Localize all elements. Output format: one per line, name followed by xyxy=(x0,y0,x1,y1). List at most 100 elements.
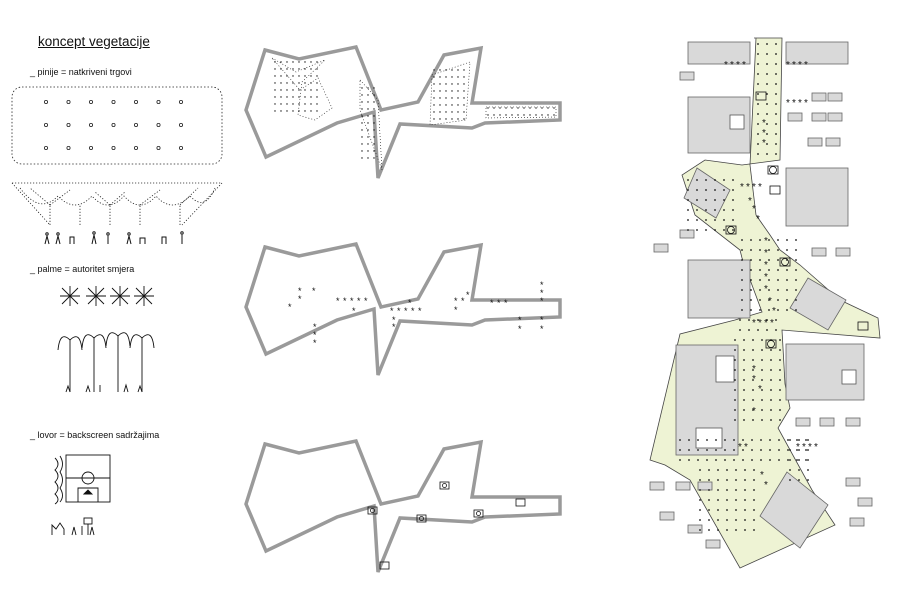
tree-dot xyxy=(699,529,701,531)
tree-dot xyxy=(732,199,734,201)
tree-dot xyxy=(445,76,447,78)
palm-mark: * xyxy=(752,204,756,215)
tree-dot xyxy=(304,61,306,63)
tree-dot xyxy=(750,249,752,251)
tree-dot xyxy=(723,189,725,191)
palm-mark: * xyxy=(454,305,458,315)
tree-dot xyxy=(724,459,726,461)
palm-mark: * xyxy=(397,306,401,316)
tree-dot xyxy=(714,199,716,201)
tree-dot xyxy=(735,519,737,521)
tree-dot xyxy=(687,229,689,231)
tree-dot xyxy=(457,90,459,92)
tree-dot xyxy=(361,94,363,96)
tree-dot xyxy=(743,399,745,401)
tree-dot xyxy=(766,329,768,331)
tree-dot xyxy=(770,369,772,371)
tree-dot xyxy=(761,399,763,401)
palm-mark: * xyxy=(808,442,812,453)
palm-mark: * xyxy=(408,298,412,308)
tree-dot xyxy=(457,97,459,99)
palm-mark: * xyxy=(518,324,522,334)
tree-dot xyxy=(304,110,306,112)
tree-dot xyxy=(777,259,779,261)
tree-dot xyxy=(280,89,282,91)
lovor-court xyxy=(54,454,111,505)
tree-dot xyxy=(708,489,710,491)
tree-dot xyxy=(433,97,435,99)
tree-dot xyxy=(734,369,736,371)
tree-dot xyxy=(796,449,798,451)
palm-mark: * xyxy=(454,296,458,306)
tree-dot xyxy=(751,449,753,451)
tree-dot xyxy=(688,449,690,451)
tree-dot xyxy=(743,389,745,391)
tree-dot xyxy=(697,459,699,461)
tree-dot xyxy=(445,97,447,99)
tree-dot xyxy=(775,329,777,331)
tree-dot xyxy=(744,479,746,481)
tree-dot xyxy=(753,529,755,531)
tree-dot xyxy=(310,61,312,63)
tree-dot xyxy=(433,83,435,85)
tree-dot xyxy=(367,157,369,159)
tree-dot xyxy=(705,229,707,231)
tree-dot xyxy=(298,110,300,112)
tree-dot xyxy=(735,489,737,491)
tree-dot xyxy=(742,439,744,441)
tree-dot xyxy=(696,199,698,201)
tree-dot xyxy=(777,249,779,251)
tree-dot xyxy=(274,82,276,84)
tree-dot xyxy=(178,145,183,150)
tree-dot xyxy=(708,479,710,481)
palm-mark: * xyxy=(760,470,764,481)
tree-dot xyxy=(807,469,809,471)
tree-dot xyxy=(726,499,728,501)
tree-dot xyxy=(274,103,276,105)
tree-dot xyxy=(741,309,743,311)
tree-dot xyxy=(759,299,761,301)
tree-dot xyxy=(439,69,441,71)
tree-dot xyxy=(789,449,791,451)
tree-dot xyxy=(723,179,725,181)
tree-dot xyxy=(699,499,701,501)
palm-mark: * xyxy=(724,60,728,71)
tree-dot xyxy=(798,469,800,471)
tree-dot xyxy=(786,309,788,311)
tree-dot xyxy=(280,82,282,84)
pinije-plan-box xyxy=(11,86,223,165)
palm-mark: * xyxy=(764,318,768,329)
palm-mark: * xyxy=(752,182,756,193)
tree-dot xyxy=(753,479,755,481)
tree-dot xyxy=(759,239,761,241)
tree-dot xyxy=(487,114,489,116)
tree-dot xyxy=(743,369,745,371)
tree-dot xyxy=(280,110,282,112)
tree-dot xyxy=(768,259,770,261)
tree-dot xyxy=(795,309,797,311)
tree-dot xyxy=(457,104,459,106)
tree-dot xyxy=(750,279,752,281)
tree-dot xyxy=(547,107,549,109)
tree-dot xyxy=(777,279,779,281)
palm-mark: * xyxy=(392,315,396,325)
tree-dot xyxy=(757,329,759,331)
tree-dot xyxy=(761,349,763,351)
tree-dot xyxy=(786,279,788,281)
palm-elevation xyxy=(57,332,155,393)
tree-dot xyxy=(89,145,94,150)
tree-dot xyxy=(807,459,809,461)
tree-dot xyxy=(770,389,772,391)
tree-dot xyxy=(66,145,71,150)
palm-mark: * xyxy=(298,286,302,296)
tree-dot xyxy=(373,94,375,96)
tree-dot xyxy=(759,249,761,251)
tree-dot xyxy=(768,239,770,241)
tree-dot xyxy=(274,61,276,63)
tree-dot xyxy=(770,409,772,411)
tree-dot xyxy=(433,118,435,120)
tree-dot xyxy=(757,319,759,321)
tree-dot xyxy=(743,339,745,341)
palm-mark: * xyxy=(540,280,544,290)
tree-dot xyxy=(696,209,698,211)
